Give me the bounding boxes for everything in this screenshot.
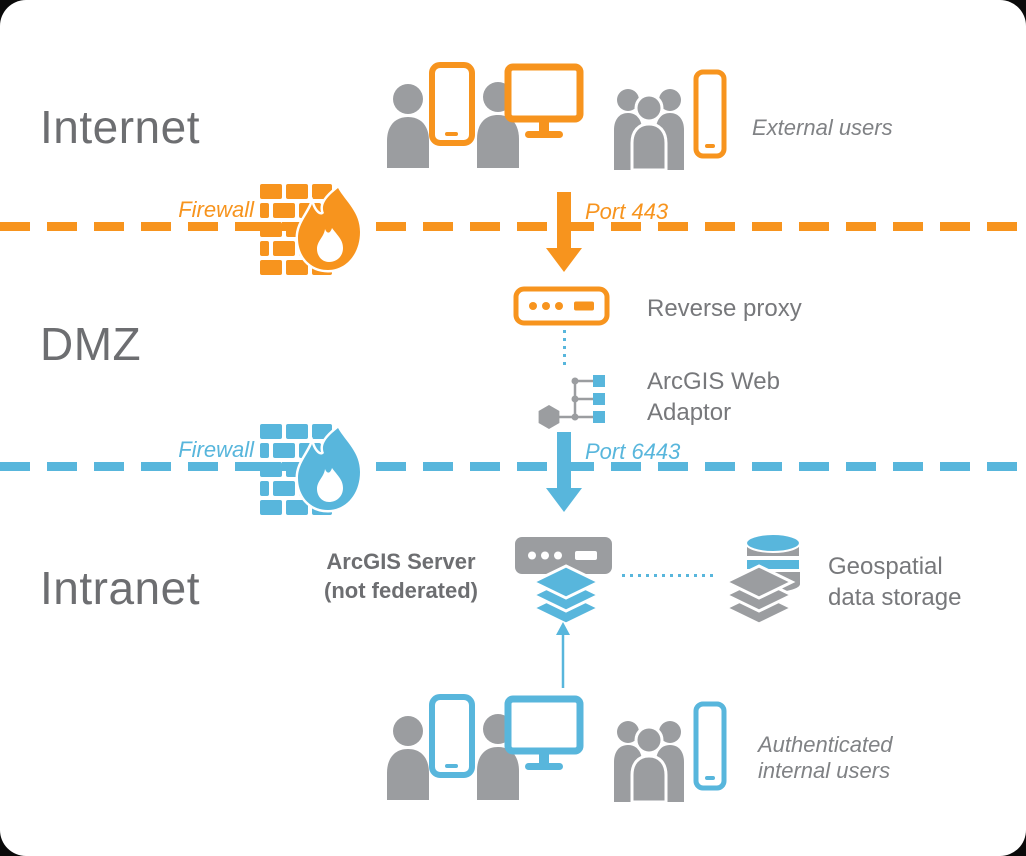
proxy-adaptor-connector bbox=[563, 330, 566, 368]
storage-label: Geospatial data storage bbox=[828, 553, 962, 612]
firewall-bottom-label: Firewall bbox=[178, 437, 254, 462]
user-tablet-icon bbox=[383, 694, 475, 800]
firewall-brick-flame-icon bbox=[260, 182, 372, 278]
arrow-down-icon bbox=[546, 432, 582, 512]
web-adaptor-label: ArcGIS Web Adaptor bbox=[647, 368, 780, 427]
user-tablet-icon bbox=[383, 62, 475, 168]
gray-layers-icon bbox=[722, 564, 796, 626]
zone-label-intranet: Intranet bbox=[40, 562, 200, 614]
external-users-label: External users bbox=[752, 115, 893, 140]
network-adaptor-icon bbox=[537, 367, 613, 429]
zone-label-internet: Internet bbox=[40, 101, 200, 153]
arrow-down-icon bbox=[546, 192, 582, 272]
zone-label-dmz: DMZ bbox=[40, 318, 142, 370]
user-desktop-icon bbox=[476, 63, 584, 168]
user-group-phone-icon bbox=[612, 69, 727, 172]
firewall-line-bottom bbox=[0, 462, 1026, 471]
internal-users-label: Authenticated internal users bbox=[758, 732, 893, 783]
user-group-phone-icon bbox=[612, 701, 727, 804]
server-storage-connector bbox=[622, 574, 718, 577]
firewall-top-label: Firewall bbox=[178, 197, 254, 222]
arrow-up-icon bbox=[555, 622, 571, 690]
port-6443-label: Port 6443 bbox=[585, 439, 681, 464]
port-443-label: Port 443 bbox=[585, 199, 669, 224]
layers-icon bbox=[529, 564, 603, 626]
arcgis-server-label: ArcGIS Server (not federated) bbox=[324, 549, 478, 603]
reverse-proxy-server-icon bbox=[513, 286, 610, 326]
arcgis-server-icon bbox=[515, 537, 612, 574]
user-desktop-icon bbox=[476, 695, 584, 800]
reverse-proxy-label: Reverse proxy bbox=[647, 295, 802, 322]
firewall-line-top bbox=[0, 222, 1026, 231]
firewall-brick-flame-icon bbox=[260, 422, 372, 518]
